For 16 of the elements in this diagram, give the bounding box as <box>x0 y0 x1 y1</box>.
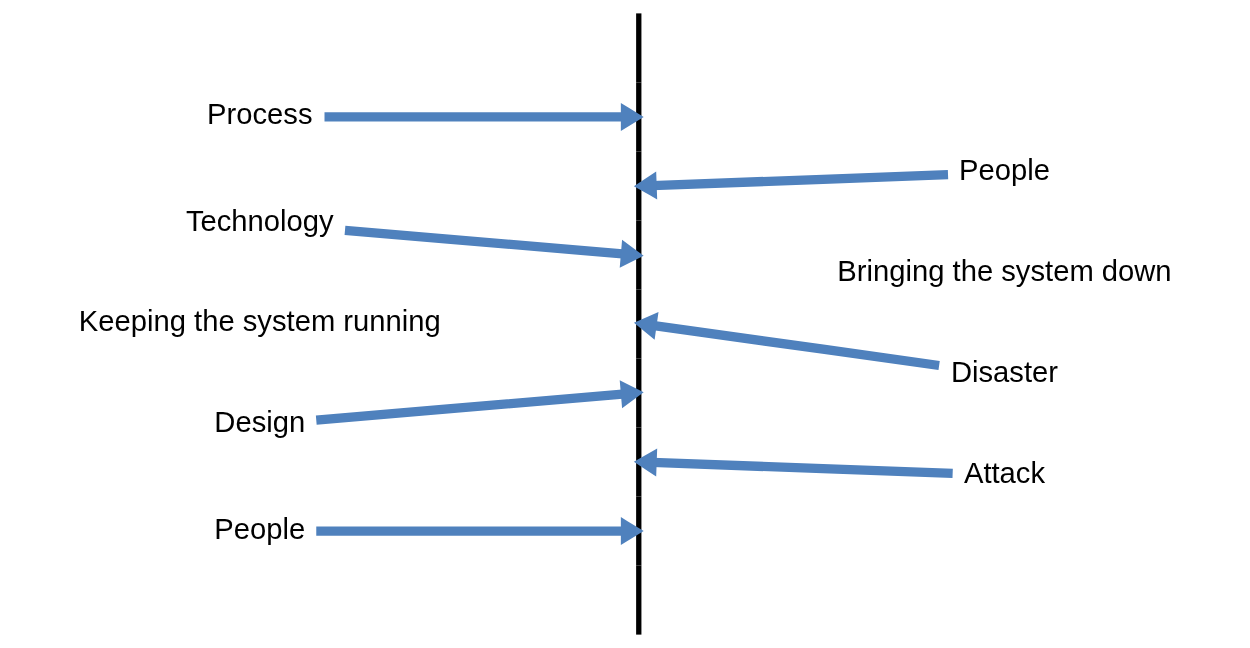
arrow <box>324 102 644 131</box>
node-text: Design <box>213 406 305 439</box>
node-text: Process <box>206 98 313 131</box>
arrow <box>315 380 644 425</box>
node-text: People <box>958 154 1050 187</box>
node-text: Attack <box>963 456 1045 489</box>
arrow <box>633 312 940 371</box>
arrow <box>633 170 948 200</box>
node-text: People <box>213 512 305 545</box>
label: Bringing the system down <box>836 254 1172 287</box>
arrow <box>344 225 644 268</box>
node-text: Technology <box>185 204 334 237</box>
label: Keeping the system running <box>78 305 441 338</box>
node-text: Disaster <box>950 355 1058 388</box>
arrow <box>315 517 644 546</box>
arrow <box>633 448 953 479</box>
